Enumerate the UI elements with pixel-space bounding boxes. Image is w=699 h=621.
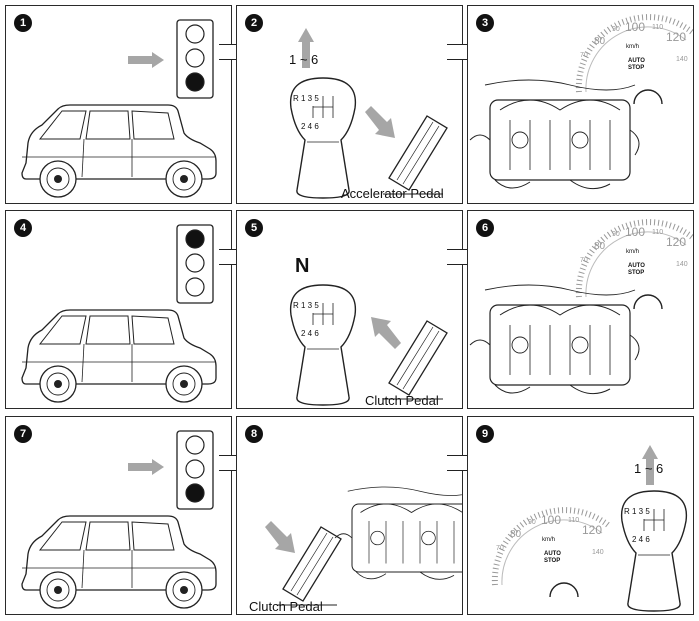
speed-tick: 70 bbox=[580, 257, 588, 264]
panel-3: 3 70 80 90 100 110 120 140 km/h AUTO STO… bbox=[467, 5, 694, 204]
pedal-label: Clutch Pedal bbox=[249, 599, 323, 614]
speedometer-icon bbox=[575, 219, 693, 310]
shifter-top: R 1 3 5 bbox=[624, 507, 650, 516]
speed-tick: 80 bbox=[594, 36, 606, 47]
panel-6: 6 70 80 90 100 110 120 140 km/h AUTO STO… bbox=[467, 210, 694, 409]
panel-1: 1 bbox=[5, 5, 232, 204]
step-number: 2 bbox=[245, 14, 263, 32]
speed-tick: 120 bbox=[666, 235, 687, 249]
speedometer-icon bbox=[491, 507, 610, 598]
step-number: 3 bbox=[476, 14, 494, 32]
traffic-light-red-icon bbox=[176, 19, 214, 99]
speed-tick: 120 bbox=[582, 523, 603, 537]
gear-range-label: 1 ~ 6 bbox=[634, 461, 664, 476]
neutral-gear-label: N bbox=[295, 255, 310, 277]
speed-tick: 120 bbox=[666, 30, 687, 44]
speed-tick: 90 bbox=[612, 231, 620, 238]
step-number: 5 bbox=[245, 219, 263, 237]
clutch-pedal-icon bbox=[382, 320, 448, 400]
car-icon bbox=[21, 515, 217, 609]
step-number: 8 bbox=[245, 425, 263, 443]
step-number: 4 bbox=[14, 219, 32, 237]
auto-stop-bottom: STOP bbox=[544, 558, 561, 564]
speed-tick: 90 bbox=[528, 519, 536, 526]
speed-tick: 140 bbox=[592, 549, 604, 556]
speed-tick: 90 bbox=[612, 26, 620, 33]
speed-tick: 70 bbox=[580, 52, 588, 59]
panel-5: 5 N R 1 3 5 2 4 6 Clutch Pedal bbox=[236, 210, 463, 409]
traffic-light-red-icon bbox=[176, 430, 214, 510]
engine-icon bbox=[469, 79, 640, 190]
speed-unit: km/h bbox=[626, 44, 640, 50]
car-icon bbox=[21, 104, 217, 198]
speed-tick: 80 bbox=[510, 529, 522, 540]
gear-range-label: 1 ~ 6 bbox=[289, 52, 319, 67]
auto-stop-top: AUTO bbox=[544, 551, 561, 557]
engine-icon bbox=[469, 284, 640, 395]
speed-tick: 140 bbox=[676, 261, 688, 268]
speedometer-icon bbox=[575, 14, 693, 105]
gray-arrow-icon bbox=[128, 459, 164, 475]
step-number: 6 bbox=[476, 219, 494, 237]
engine-icon bbox=[334, 486, 462, 580]
step-number: 1 bbox=[14, 14, 32, 32]
speed-tick: 140 bbox=[676, 56, 688, 63]
shifter-bottom: 2 4 6 bbox=[632, 535, 650, 544]
speed-tick: 80 bbox=[594, 241, 606, 252]
auto-stop-bottom: STOP bbox=[628, 65, 645, 71]
speed-tick: 110 bbox=[652, 24, 664, 31]
car-icon bbox=[21, 309, 217, 403]
pedal-label: Clutch Pedal bbox=[365, 393, 439, 408]
step-number: 9 bbox=[476, 425, 494, 443]
auto-stop-bottom: STOP bbox=[628, 270, 645, 276]
pedal-label: Accelerator Pedal bbox=[341, 186, 444, 201]
speed-tick: 100 bbox=[625, 225, 646, 239]
shifter-top: R 1 3 5 bbox=[293, 301, 319, 310]
speed-tick: 100 bbox=[541, 513, 562, 527]
speed-tick: 70 bbox=[496, 545, 504, 552]
speed-unit: km/h bbox=[626, 249, 640, 255]
gray-arrow-icon bbox=[128, 52, 164, 68]
panel-9: 9 1 ~ 6 70 80 90 100 110 120 140 km/h AU… bbox=[467, 416, 694, 615]
panel-7: 7 bbox=[5, 416, 232, 615]
speed-tick: 110 bbox=[652, 229, 664, 236]
speed-tick: 100 bbox=[625, 20, 646, 34]
auto-stop-top: AUTO bbox=[628, 58, 645, 64]
shifter-top: R 1 3 5 bbox=[293, 94, 319, 103]
auto-stop-top: AUTO bbox=[628, 263, 645, 269]
step-number: 7 bbox=[14, 425, 32, 443]
shifter-bottom: 2 4 6 bbox=[301, 122, 319, 131]
speed-unit: km/h bbox=[542, 537, 556, 543]
speed-tick: 110 bbox=[568, 517, 580, 524]
traffic-light-green-icon bbox=[176, 224, 214, 304]
panel-2: 2 1 ~ 6 R 1 3 5 2 4 6 Accelerator Pedal bbox=[236, 5, 463, 204]
panel-8: 8 Clutch Pedal bbox=[236, 416, 463, 615]
shifter-bottom: 2 4 6 bbox=[301, 329, 319, 338]
panel-4: 4 bbox=[5, 210, 232, 409]
